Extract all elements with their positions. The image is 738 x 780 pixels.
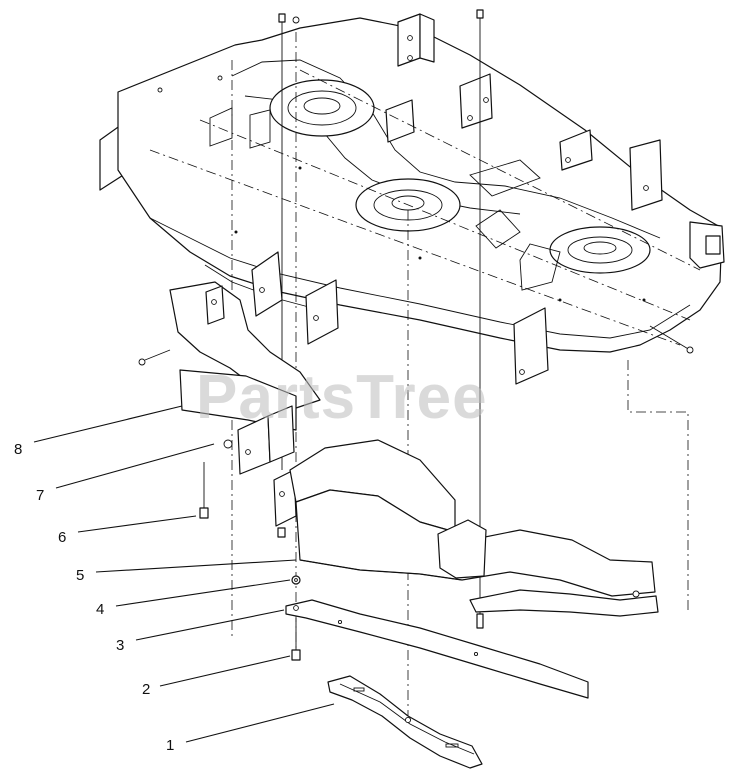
callout-8: 8	[14, 441, 22, 458]
part-2-bolt	[291, 618, 301, 661]
callout-2: 2	[142, 681, 150, 698]
callout-3: 3	[116, 637, 124, 654]
side-hanger-bracket	[273, 469, 297, 538]
mounting-bolts	[278, 9, 484, 720]
callout-leaders	[33, 405, 335, 743]
callout-4: 4	[96, 601, 104, 618]
leader-2	[159, 655, 291, 687]
part-3-stiffener	[285, 599, 589, 699]
leader-4	[115, 579, 291, 607]
callout-5: 5	[76, 567, 84, 584]
watermark-logo: PartsTree	[196, 363, 488, 432]
leader-6	[77, 515, 197, 533]
callout-1: 1	[166, 737, 174, 754]
part-4-nut	[291, 575, 301, 585]
leader-7	[55, 443, 215, 489]
leader-8	[33, 405, 183, 443]
leader-1	[185, 703, 335, 743]
part-7-bracket	[223, 405, 295, 475]
callout-6: 6	[58, 529, 66, 546]
callout-7: 7	[36, 487, 44, 504]
part-8-chute-baffle	[138, 281, 321, 431]
callout-labels: 8 7 6 5 4 3 2 1	[14, 441, 174, 754]
part-1-blade	[327, 675, 483, 769]
leader-5	[95, 559, 297, 573]
part-5-deck-baffle	[289, 439, 659, 617]
part-6-screw	[199, 462, 209, 519]
leader-3	[135, 609, 285, 641]
